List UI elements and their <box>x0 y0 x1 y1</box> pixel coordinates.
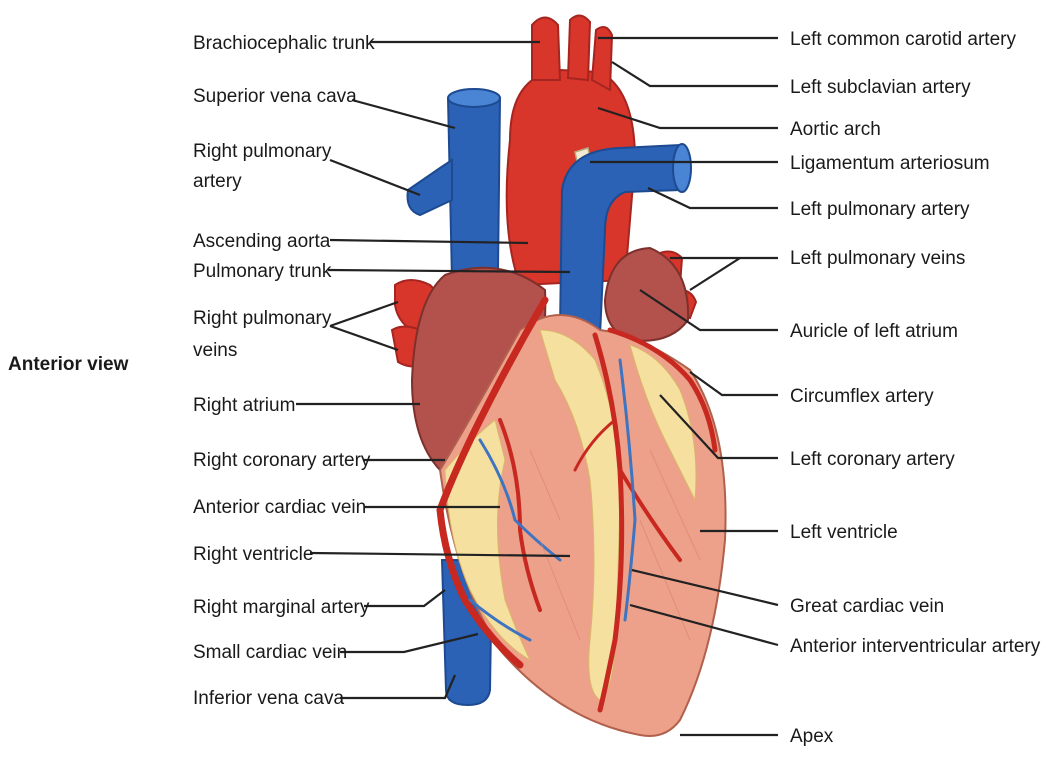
label-aortic-arch: Aortic arch <box>790 119 881 140</box>
label-right-atrium: Right atrium <box>193 395 295 416</box>
anterior-view-label: Anterior view <box>8 354 129 375</box>
label-right-ventricle: Right ventricle <box>193 544 313 565</box>
label-anterior-cardiac-vein: Anterior cardiac vein <box>193 497 366 518</box>
svc-opening-shape <box>448 89 500 107</box>
label-right-pulmonary-veins-line1: Right pulmonary <box>193 308 332 329</box>
label-apex: Apex <box>790 726 834 747</box>
label-left-coronary-artery: Left coronary artery <box>790 449 955 470</box>
right-pulmonary-artery-shape <box>408 160 453 215</box>
label-inferior-vena-cava: Inferior vena cava <box>193 688 344 709</box>
label-right-coronary-artery: Right coronary artery <box>193 450 371 471</box>
label-left-pulmonary-veins: Left pulmonary veins <box>790 248 965 269</box>
label-auricle-of-left-atrium: Auricle of left atrium <box>790 321 958 342</box>
label-left-pulmonary-artery: Left pulmonary artery <box>790 199 970 220</box>
label-left-subclavian-artery: Left subclavian artery <box>790 77 971 98</box>
left-common-carotid-shape <box>568 15 590 80</box>
label-right-pulmonary-veins-line2: veins <box>193 340 237 361</box>
label-left-common-carotid-artery: Left common carotid artery <box>790 29 1016 50</box>
label-pulmonary-trunk: Pulmonary trunk <box>193 261 332 282</box>
right-labels: Left common carotid artery Left subclavi… <box>790 29 1041 747</box>
label-great-cardiac-vein: Great cardiac vein <box>790 596 944 617</box>
label-small-cardiac-vein: Small cardiac vein <box>193 642 347 663</box>
label-superior-vena-cava: Superior vena cava <box>193 86 357 107</box>
left-pulmonary-artery-opening-shape <box>673 144 691 192</box>
label-left-ventricle: Left ventricle <box>790 522 898 543</box>
label-ligamentum-arteriosum: Ligamentum arteriosum <box>790 153 990 174</box>
label-brachiocephalic-trunk: Brachiocephalic trunk <box>193 33 375 54</box>
label-ascending-aorta: Ascending aorta <box>193 231 331 252</box>
label-right-marginal-artery: Right marginal artery <box>193 597 370 618</box>
left-subclavian-shape <box>592 27 612 90</box>
view-label-group: Anterior view <box>8 354 129 375</box>
label-circumflex-artery: Circumflex artery <box>790 386 934 407</box>
label-right-pulmonary-artery-line2: artery <box>193 171 242 192</box>
label-right-pulmonary-artery-line1: Right pulmonary <box>193 141 332 162</box>
left-labels: Brachiocephalic trunk Superior vena cava… <box>193 33 375 709</box>
brachiocephalic-trunk-shape <box>532 18 560 81</box>
superior-vena-cava-shape <box>448 92 500 281</box>
label-anterior-interventricular-artery: Anterior interventricular artery <box>790 636 1041 657</box>
